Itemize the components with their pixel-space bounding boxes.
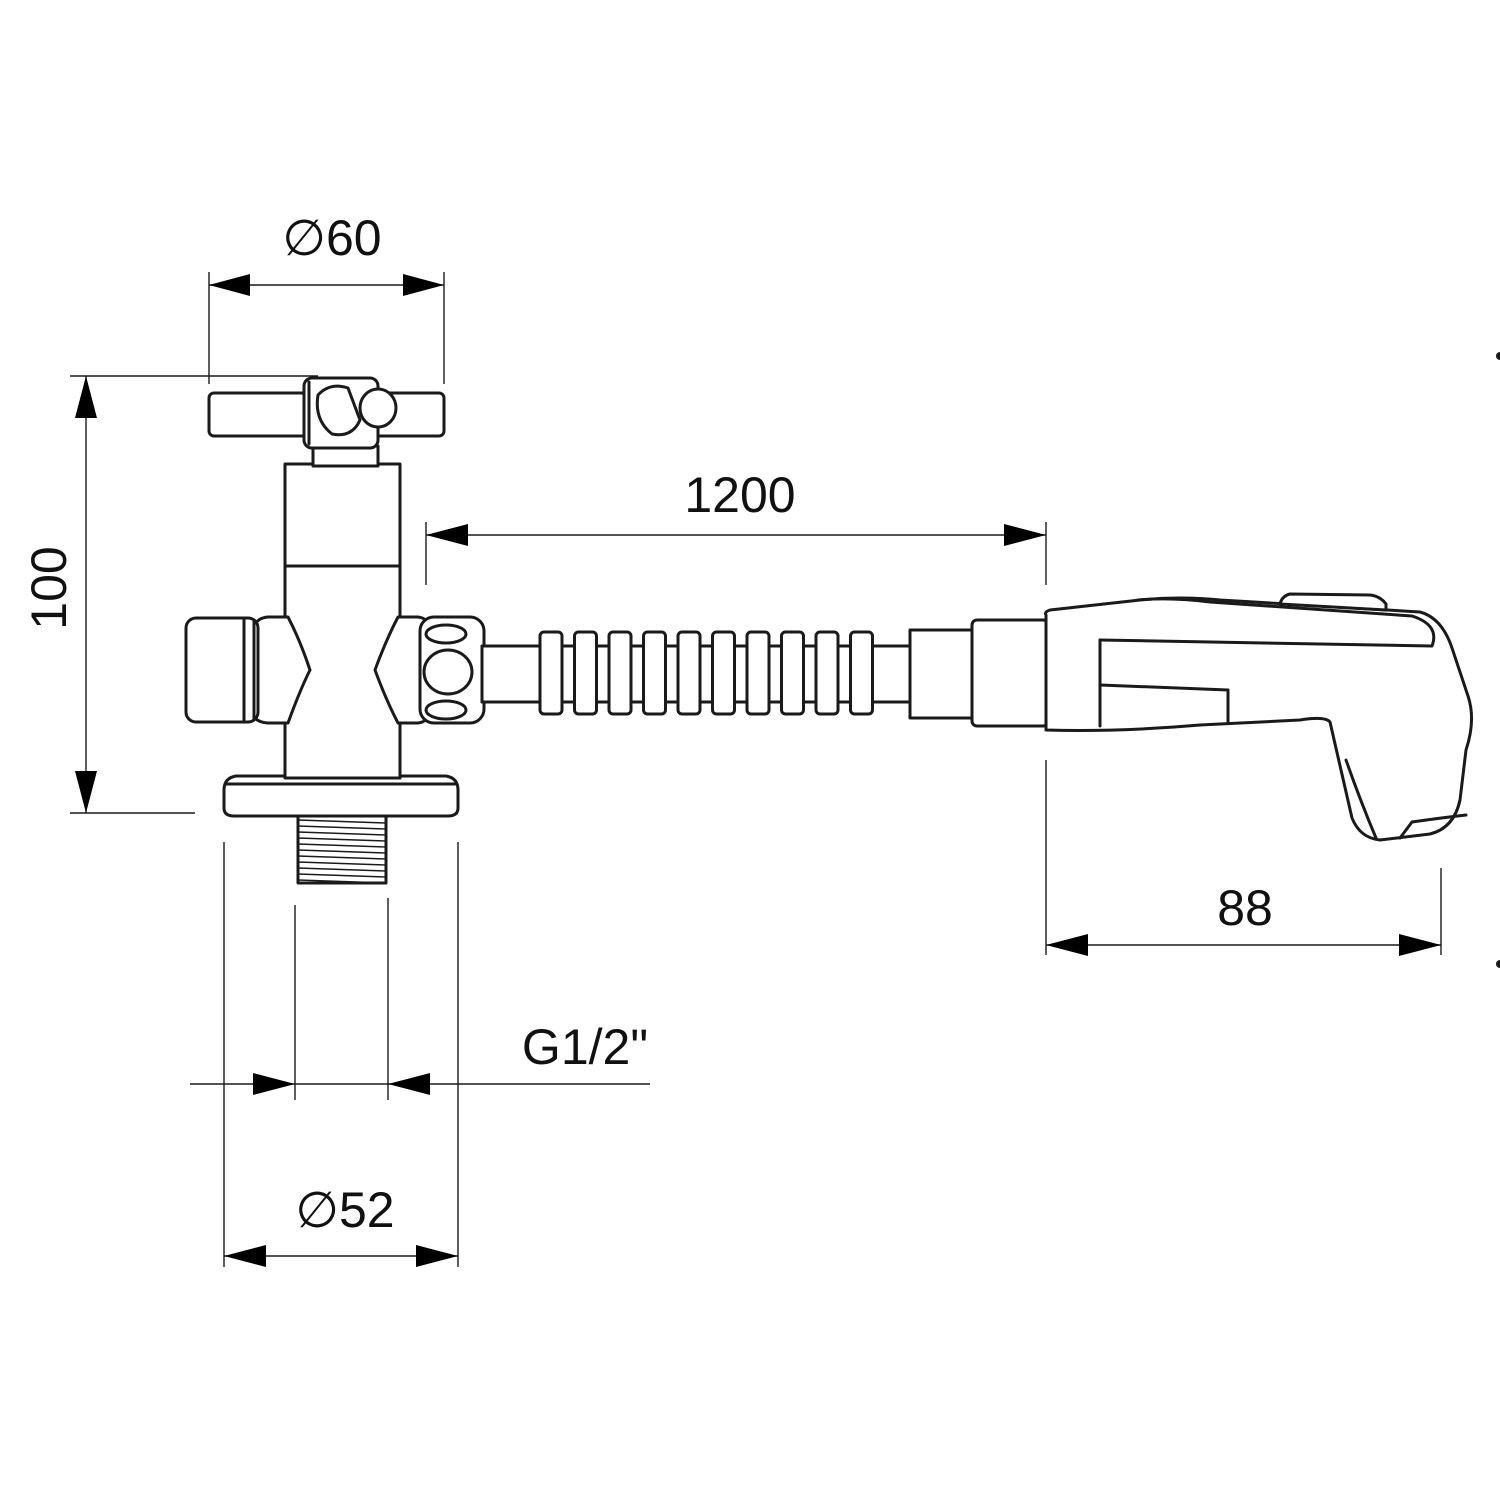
valve-body [283,444,402,780]
valve-assembly [184,376,486,885]
hose-rib [573,630,598,716]
thread-line [297,879,387,884]
hose-rib [676,630,702,716]
spray-head-length-label: 88 [1217,880,1273,936]
arrow-right [416,1245,458,1267]
hose-rib [538,630,564,716]
arrow-right [403,274,444,296]
thread-line [297,855,387,860]
arrow-up [75,376,97,418]
dimension-thread: G1/2" [190,898,650,1100]
dimension-handle-diameter: ∅60 [208,210,445,384]
thread-line [297,837,387,842]
arrow-left [209,274,250,296]
hose-rib [780,630,805,716]
thread-connector [296,811,388,885]
arrow-down [75,771,97,813]
arrow-right [1399,934,1441,956]
height-label: 100 [21,546,77,629]
thread-line [297,831,387,836]
hose-rib [745,630,771,716]
hose-rib [849,630,874,716]
thread-line [297,819,387,824]
hose-rib [642,630,667,716]
arrow-right [1004,524,1046,546]
arrow-left [1046,934,1088,956]
edge-marks [1496,352,1500,968]
hose-rib [814,630,840,716]
dimension-spray-head-length: 88 [1045,760,1442,956]
thread-line [297,873,387,878]
hose-rib [711,630,736,716]
dimension-hose-length: 1200 [425,467,1047,585]
right-nut [373,615,486,725]
thread-line [297,849,387,854]
arrow-left [388,1073,430,1095]
flexible-hose [480,618,1050,728]
arrow-left [224,1245,266,1267]
arrow-right [253,1073,295,1095]
hose-rib [607,630,633,716]
thread-label: G1/2" [522,1019,648,1075]
dimension-flange-diameter: ∅52 [223,842,459,1267]
hose-length-label: 1200 [684,467,795,523]
thread-line [297,825,387,830]
spray-head[interactable] [1044,592,1473,842]
handle-diameter-label: ∅60 [282,210,381,266]
thread-line [297,867,387,872]
arrow-left [426,524,468,546]
thread-line [297,843,387,848]
thread-line [297,861,387,866]
cross-handle[interactable] [207,376,446,450]
flange-diameter-label: ∅52 [295,1182,394,1238]
left-nut [184,615,312,725]
base-flange [222,774,460,818]
dimension-height: 100 [21,375,318,814]
